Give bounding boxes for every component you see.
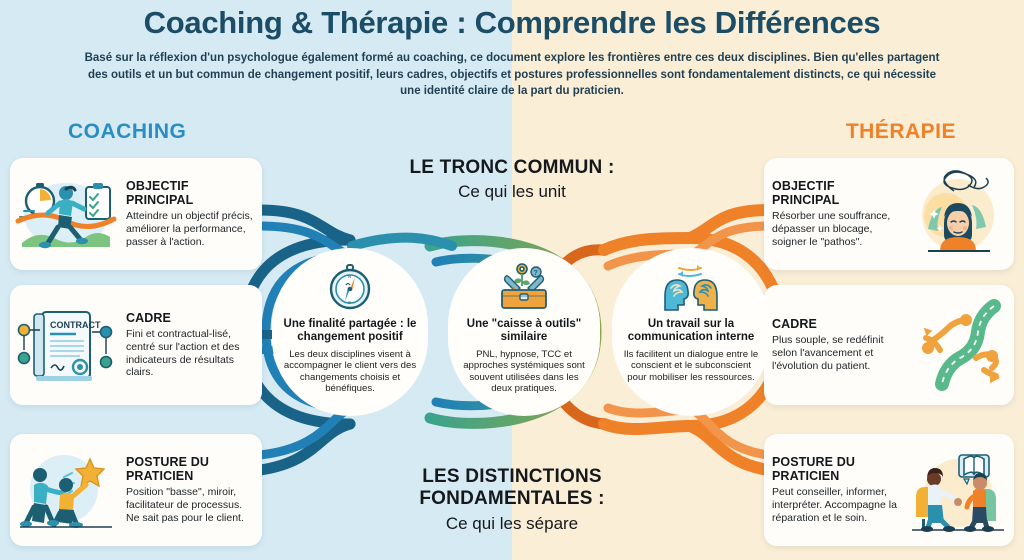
bubble-body: PNL, hypnose, TCC et approches systémiqu… — [463, 348, 585, 395]
therapie-card-posture[interactable]: POSTURE DU PRATICIEN Peut conseiller, in… — [764, 434, 1014, 546]
svg-text:N: N — [348, 274, 351, 279]
card-title: OBJECTIF PRINCIPAL — [126, 179, 194, 208]
common-section-heading: LE TRONC COMMUN : Ce qui les unit — [332, 157, 692, 202]
svg-text:S: S — [348, 300, 351, 305]
card-body: Résorber une souffrance, dépasser un blo… — [772, 210, 891, 248]
therapie-card-objectif[interactable]: OBJECTIF PRINCIPAL Résorber une souffran… — [764, 158, 1014, 270]
svg-text:?: ? — [534, 270, 538, 277]
card-body: Peut conseiller, informer, interpréter. … — [772, 486, 897, 524]
coaching-card-cadre[interactable]: CONTRACT CADRE — [10, 285, 262, 405]
page-subtitle: Basé sur la réflexion d'un psychologue é… — [84, 52, 940, 98]
therapie-card-posture-text: POSTURE DU PRATICIEN Peut conseiller, in… — [764, 455, 906, 524]
common-heading-sub: Ce qui les unit — [458, 182, 566, 202]
bubble-body: Les deux disciplines visent à accompagne… — [283, 348, 417, 395]
bubble-title: Une "caisse à outils" similaire — [466, 318, 582, 344]
winding-paths-icon — [906, 299, 1010, 391]
bubble-title: Un travail sur la communication interne — [627, 318, 755, 344]
card-body: Position "basse", miroir, facilitateur d… — [126, 486, 244, 524]
toolbox-icon: ? — [492, 262, 556, 312]
therapie-column-heading: THÉRAPIE — [845, 120, 956, 143]
distinctions-heading-line2: FONDAMENTALES : — [419, 488, 605, 510]
card-title: POSTURE DU PRATICIEN — [772, 455, 855, 484]
two-people-star-icon — [14, 445, 118, 535]
common-bubble-communication[interactable]: Un travail sur la communication interne … — [612, 248, 770, 416]
two-heads-brains-icon — [659, 262, 723, 312]
card-title: CADRE — [126, 310, 171, 325]
card-title: CADRE — [772, 317, 817, 332]
common-heading-main: LE TRONC COMMUN : — [409, 157, 615, 178]
card-title: OBJECTIF PRINCIPAL — [772, 179, 840, 208]
coaching-card-posture-text: POSTURE DU PRATICIEN Position "basse", m… — [118, 455, 262, 524]
distinctions-heading-sub: Ce qui les sépare — [445, 513, 579, 533]
therapie-card-objectif-text: OBJECTIF PRINCIPAL Résorber une souffran… — [764, 179, 906, 248]
woman-tangled-thoughts-icon — [906, 169, 1010, 259]
bubble-body: Ils facilitent un dialogue entre le cons… — [623, 348, 759, 383]
card-body: Atteindre un objectif précis, améliorer … — [126, 210, 253, 248]
therapie-card-cadre[interactable]: CADRE Plus souple, se redéfinit selon l'… — [764, 285, 1014, 405]
coaching-card-objectif-text: OBJECTIF PRINCIPAL Atteindre un objectif… — [118, 179, 262, 248]
runner-stopwatch-checklist-icon — [14, 169, 118, 259]
coaching-column-heading: COACHING — [68, 120, 187, 143]
header: Coaching & Thérapie : Comprendre les Dif… — [0, 0, 1024, 100]
page-title: Coaching & Thérapie : Comprendre les Dif… — [143, 5, 881, 40]
card-body: Plus souple, se redéfinit selon l'avance… — [772, 334, 884, 372]
coaching-card-objectif[interactable]: OBJECTIF PRINCIPAL Atteindre un objectif… — [10, 158, 262, 270]
coaching-card-cadre-text: CADRE Fini et contractual-lisé, centré s… — [118, 311, 262, 379]
compass-icon: N S — [318, 262, 382, 312]
svg-text:CONTRACT: CONTRACT — [50, 320, 101, 330]
distinctions-section-heading: LES DISTINCTIONS FONDAMENTALES : Ce qui … — [332, 466, 692, 534]
therapie-card-cadre-text: CADRE Plus souple, se redéfinit selon l'… — [764, 317, 906, 372]
coaching-card-posture[interactable]: POSTURE DU PRATICIEN Position "basse", m… — [10, 434, 262, 546]
card-body: Fini et contractual-lisé, centré sur l'a… — [126, 327, 240, 379]
common-bubble-finalite[interactable]: N S Une finalité partagée : le changemen… — [272, 248, 428, 416]
card-title: POSTURE DU PRATICIEN — [126, 455, 209, 484]
therapy-session-icon — [906, 445, 1010, 535]
bubble-title: Une finalité partagée : le changement po… — [283, 318, 417, 344]
contract-document-icon: CONTRACT — [14, 300, 118, 390]
common-bubble-outils[interactable]: ? Une "caisse à outils" similaire PNL, h… — [448, 248, 600, 416]
distinctions-heading-line1: LES DISTINCTIONS — [422, 466, 602, 487]
